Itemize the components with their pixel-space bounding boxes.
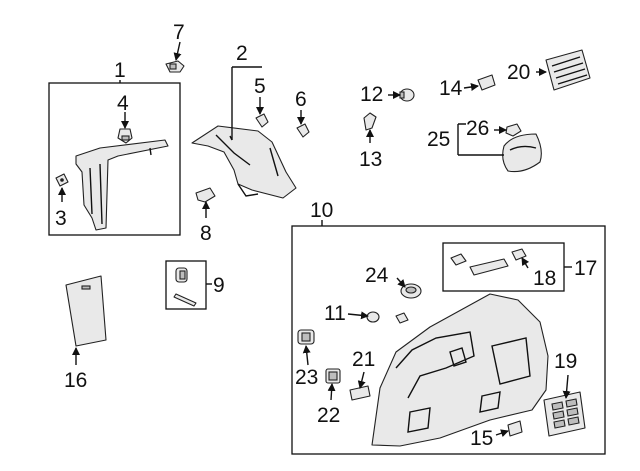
callout-3: 3	[55, 207, 67, 230]
callout-20: 20	[507, 61, 530, 84]
bracket-part-8[interactable]	[195, 187, 216, 203]
quarter-pillar-trim-part[interactable]	[75, 139, 169, 231]
callout-labels: 1 2 3 4 5 6 7 8 9 10 11 12 13 14 15 16 1…	[55, 21, 597, 450]
cover-part-14[interactable]	[477, 74, 496, 91]
callout-22: 22	[317, 404, 340, 427]
speaker-grille-part-20[interactable]	[545, 49, 591, 91]
group-box-9	[165, 260, 207, 310]
clip-part-6[interactable]	[296, 123, 310, 138]
pin-part-11[interactable]	[366, 311, 380, 323]
callout-10: 10	[310, 199, 333, 222]
switch-part-21[interactable]	[349, 385, 371, 401]
clip-part-5[interactable]	[255, 113, 269, 128]
bezel-part-22[interactable]	[325, 368, 341, 384]
callout-2: 2	[236, 42, 248, 65]
bezel-part-23[interactable]	[297, 329, 315, 345]
hook-part-13[interactable]	[363, 112, 377, 131]
small-clip-part[interactable]	[395, 312, 409, 324]
callout-4: 4	[117, 92, 129, 115]
clip-part-7[interactable]	[165, 60, 185, 73]
callout-21: 21	[352, 348, 375, 371]
callout-16: 16	[64, 369, 87, 392]
panel-part-16[interactable]	[65, 275, 107, 347]
clip-part-18[interactable]	[511, 248, 527, 261]
callout-14: 14	[439, 77, 463, 100]
group-box-1	[48, 82, 181, 236]
clip-part-3[interactable]	[55, 173, 69, 187]
callout-7: 7	[173, 21, 185, 44]
callout-17: 17	[574, 257, 597, 280]
screw-part-26[interactable]	[505, 123, 522, 137]
knob-part-24[interactable]	[400, 283, 422, 299]
push-pin-part-12[interactable]	[399, 88, 415, 102]
callout-9: 9	[213, 274, 225, 297]
callout-15: 15	[470, 427, 493, 450]
callout-5: 5	[254, 75, 266, 98]
callout-19: 19	[554, 350, 577, 373]
grille-part-19[interactable]	[543, 391, 586, 437]
quarter-trim-upper-part[interactable]	[191, 125, 297, 199]
quarter-trim-lower-part[interactable]	[371, 293, 549, 447]
callout-18: 18	[533, 267, 556, 290]
leader-lines	[58, 41, 572, 438]
callout-25: 25	[427, 128, 450, 151]
callout-1: 1	[114, 59, 126, 82]
group-box-10	[291, 225, 606, 455]
callout-23: 23	[295, 366, 318, 389]
speaker-cover-part-25[interactable]	[502, 133, 542, 173]
callout-8: 8	[200, 222, 212, 245]
callout-24: 24	[365, 264, 389, 287]
cap-part-15[interactable]	[507, 420, 523, 437]
pad-part-9[interactable]	[173, 267, 197, 307]
callout-11: 11	[324, 302, 346, 325]
callout-26: 26	[466, 117, 489, 140]
callout-13: 13	[359, 148, 382, 171]
screw-clip-part-4[interactable]	[117, 128, 133, 144]
callout-12: 12	[360, 83, 383, 106]
handle-cover-part-17[interactable]	[450, 253, 509, 276]
callout-6: 6	[295, 88, 307, 111]
